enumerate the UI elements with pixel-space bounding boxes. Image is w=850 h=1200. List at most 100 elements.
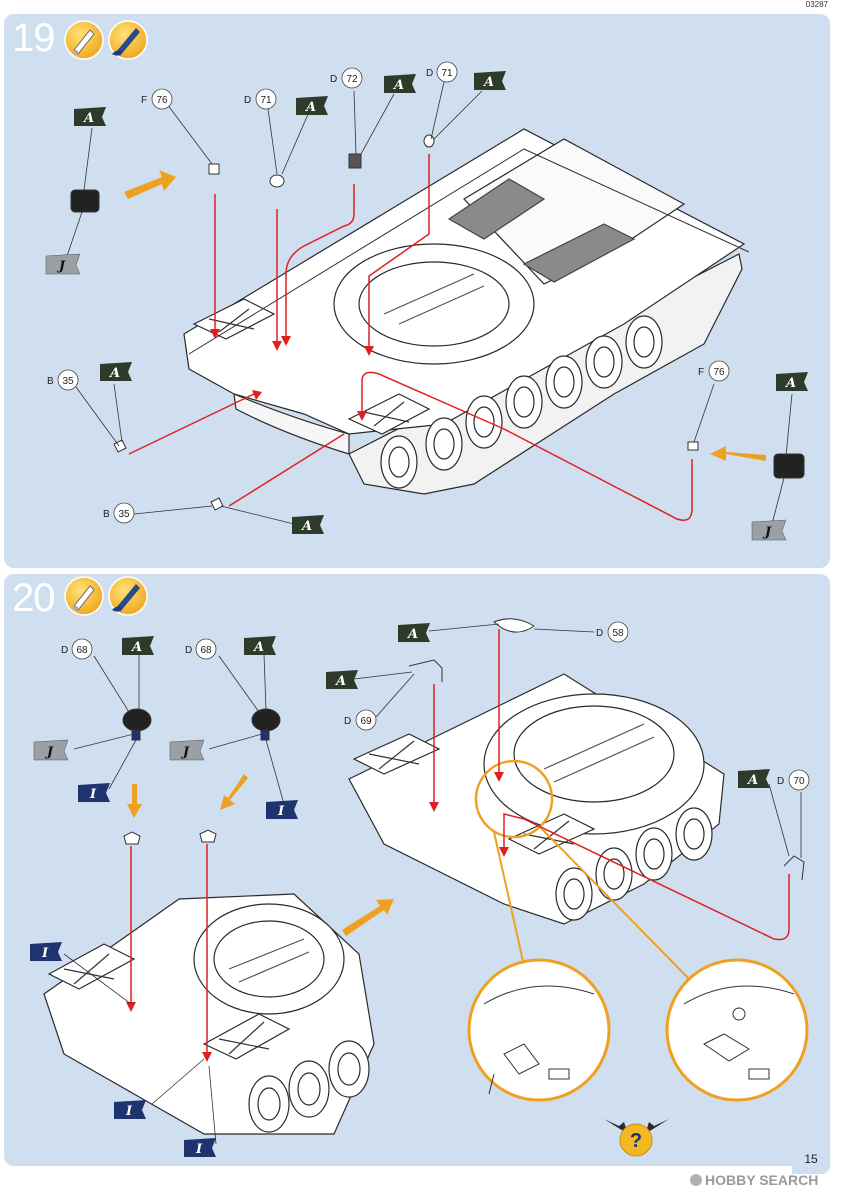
step-20-illustration: D 68 D 68 D 58 D 69 D 70 A xyxy=(30,576,810,1157)
part-ref-F76-top: F 76 xyxy=(141,88,173,110)
part-ref-D68-right: D 68 xyxy=(185,638,217,660)
svg-text:D: D xyxy=(426,68,433,79)
svg-text:D: D xyxy=(596,628,603,639)
small-parts xyxy=(70,134,805,511)
svg-text:I: I xyxy=(125,1104,133,1119)
svg-text:J: J xyxy=(180,745,190,760)
part-ref-F76-right: F 76 xyxy=(698,360,730,382)
svg-text:A: A xyxy=(392,78,404,93)
svg-text:D: D xyxy=(61,645,68,656)
watermark-logo-icon xyxy=(690,1174,702,1186)
watermark: HOBBY SEARCH xyxy=(690,1172,818,1188)
paint-flag-J: J xyxy=(751,519,787,541)
glue-icon xyxy=(64,20,104,60)
part-ref-D58: D 58 xyxy=(596,621,629,643)
svg-text:70: 70 xyxy=(793,776,805,787)
paint-flag-A: A xyxy=(474,71,506,90)
paint-flag-A: A xyxy=(384,74,416,93)
svg-text:A: A xyxy=(746,773,758,788)
paint-flag-I: I xyxy=(266,800,298,819)
paint-flag-I: I xyxy=(78,783,110,802)
paint-flag-A: A xyxy=(296,96,328,115)
svg-text:A: A xyxy=(334,674,346,689)
callout-lines xyxy=(65,81,793,525)
svg-text:J: J xyxy=(762,525,772,540)
svg-text:A: A xyxy=(108,366,120,381)
svg-text:76: 76 xyxy=(156,95,168,106)
svg-text:35: 35 xyxy=(118,509,130,520)
detail-zoom-circles xyxy=(467,759,809,1102)
part-ref-D70: D 70 xyxy=(777,769,810,791)
small-parts xyxy=(122,618,805,881)
paint-flag-A: A xyxy=(776,372,808,391)
svg-text:D: D xyxy=(330,74,337,85)
red-arrowheads xyxy=(126,772,509,1062)
part-ref-D72: D 72 xyxy=(330,67,363,89)
svg-text:A: A xyxy=(482,75,494,90)
svg-text:F: F xyxy=(698,367,704,378)
step-number: 19 xyxy=(12,16,55,60)
paint-flag-I: I xyxy=(114,1100,146,1119)
tank-front-closeup xyxy=(43,893,375,1135)
svg-text:72: 72 xyxy=(346,74,358,85)
svg-text:?: ? xyxy=(630,1130,642,1152)
orange-direction-arrow xyxy=(124,170,766,461)
paint-flag-A: A xyxy=(398,623,430,642)
paint-flag-I: I xyxy=(30,942,62,961)
step-19-illustration: F 76 D 71 D 72 D 71 B 35 F 76 xyxy=(45,20,808,541)
paint-flag-J: J xyxy=(33,739,69,761)
paint-flag-J: J xyxy=(169,739,205,761)
part-ref-D68-left: D 68 xyxy=(61,638,93,660)
svg-text:A: A xyxy=(406,627,418,642)
page-number: 15 xyxy=(792,1144,830,1174)
svg-text:58: 58 xyxy=(612,628,624,639)
svg-text:B: B xyxy=(103,509,110,520)
part-ref-D69: D 69 xyxy=(344,709,377,731)
paint-flag-A: A xyxy=(122,636,154,655)
paint-brush-icon xyxy=(108,576,148,616)
red-leader-lines xyxy=(128,154,693,521)
callout-lines xyxy=(63,623,802,1145)
svg-text:68: 68 xyxy=(76,645,88,656)
red-arrowheads xyxy=(210,329,374,421)
svg-text:71: 71 xyxy=(260,95,272,106)
tank-hull-drawing xyxy=(183,128,750,495)
svg-text:76: 76 xyxy=(713,367,725,378)
svg-text:D: D xyxy=(344,716,351,727)
paint-flag-A: A xyxy=(74,107,106,126)
paint-flag-A: A xyxy=(326,670,358,689)
svg-text:D: D xyxy=(244,95,251,106)
svg-text:68: 68 xyxy=(200,645,212,656)
tank-side-view xyxy=(348,673,725,925)
part-ref-D71-right: D 71 xyxy=(426,61,458,83)
svg-text:D: D xyxy=(185,645,192,656)
red-leader-lines xyxy=(130,629,790,1054)
glue-icon xyxy=(64,576,104,616)
svg-text:A: A xyxy=(784,376,796,391)
svg-text:F: F xyxy=(141,95,147,106)
svg-text:69: 69 xyxy=(360,716,372,727)
document-code: 03287 xyxy=(805,0,828,9)
svg-text:I: I xyxy=(195,1142,203,1157)
svg-text:B: B xyxy=(47,376,54,387)
step-19-panel: F 76 D 71 D 72 D 71 B 35 F 76 xyxy=(4,14,830,568)
paint-flag-A: A xyxy=(738,769,770,788)
paint-flag-I: I xyxy=(184,1138,216,1157)
step-20-panel: D 68 D 68 D 58 D 69 D 70 A xyxy=(4,574,830,1166)
svg-text:35: 35 xyxy=(62,376,74,387)
svg-text:A: A xyxy=(130,640,142,655)
svg-text:A: A xyxy=(300,519,312,534)
step-number: 20 xyxy=(12,576,55,620)
paint-flag-A: A xyxy=(244,636,276,655)
svg-text:71: 71 xyxy=(441,68,453,79)
paint-brush-icon xyxy=(108,20,148,60)
svg-text:A: A xyxy=(82,111,94,126)
orange-direction-arrow xyxy=(127,774,394,936)
svg-text:J: J xyxy=(56,259,66,274)
watermark-text: HOBBY SEARCH xyxy=(705,1172,819,1188)
svg-text:I: I xyxy=(41,946,49,961)
paint-flag-A: A xyxy=(292,515,324,534)
part-ref-B35-bottom: B 35 xyxy=(103,502,135,524)
paint-flag-J: J xyxy=(45,253,81,275)
part-ref-B35-left: B 35 xyxy=(47,369,79,391)
